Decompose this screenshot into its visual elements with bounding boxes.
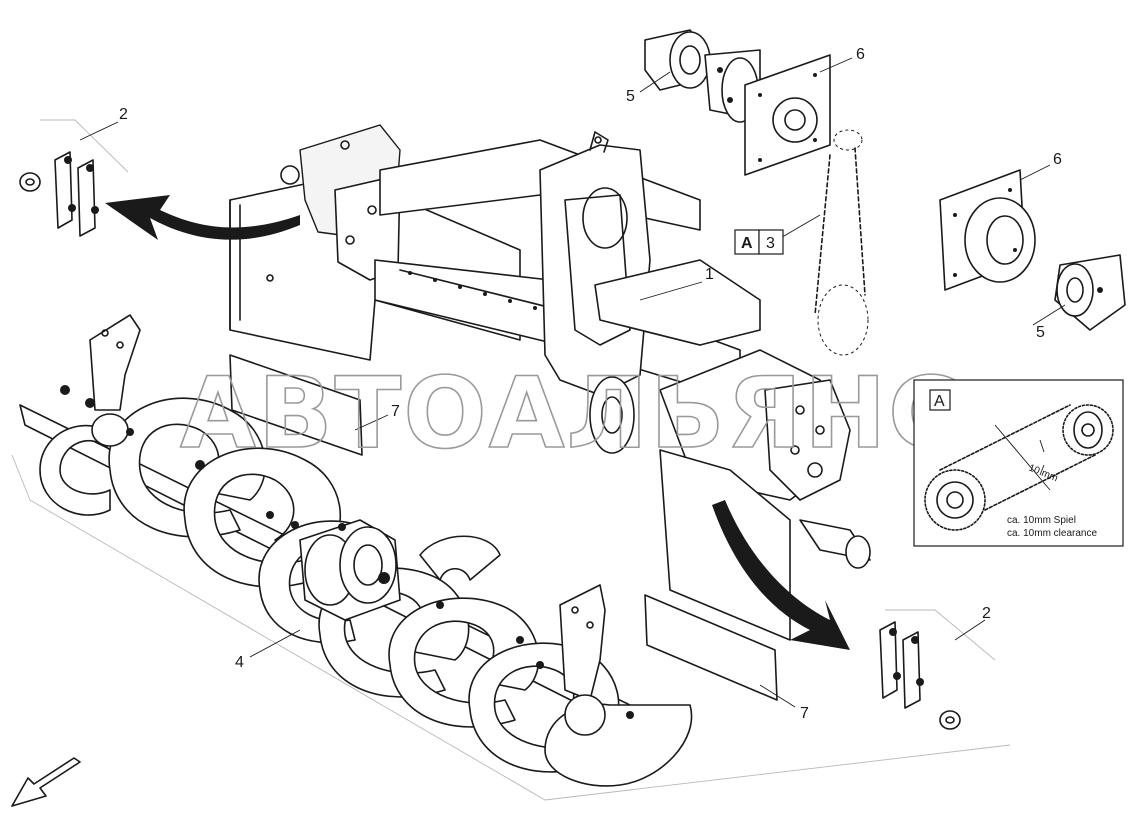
detail-reference: A 3 — [734, 229, 784, 255]
callout-5-right: 5 — [1036, 324, 1045, 341]
callout-6-top: 6 — [856, 46, 865, 63]
detail-note-de: ca. 10mm Spiel — [1007, 515, 1076, 526]
wear-strip-left — [229, 354, 363, 456]
detail-chain — [924, 404, 1114, 531]
guide-lines — [11, 119, 1011, 801]
callout-labels: 2 1 5 6 6 5 7 7 4 2 — [119, 46, 1062, 722]
mount-plate-right — [939, 169, 1036, 291]
callout-7-left: 7 — [391, 403, 400, 420]
callout-2-left: 2 — [119, 106, 128, 123]
callout-4: 4 — [235, 654, 244, 671]
motor-top — [644, 29, 761, 123]
detail-note-en: ca. 10mm clearance — [1007, 528, 1097, 539]
detail-ref-number: 3 — [766, 235, 775, 252]
callout-5-top: 5 — [626, 88, 635, 105]
watermark-text: АВТОАЛЬЯНС — [180, 357, 962, 471]
callout-2-right: 2 — [982, 605, 991, 622]
direction-arrow — [11, 757, 81, 807]
drive-chain — [814, 129, 869, 356]
detail-ref-letter: A — [741, 235, 753, 252]
detail-view-letter: A — [934, 393, 945, 410]
mount-plate-top — [744, 54, 831, 176]
assembly-arrow-right — [712, 500, 850, 650]
assembly-arrow-left — [105, 195, 300, 240]
bracket-kit-left — [19, 151, 99, 237]
beam-holes — [408, 271, 537, 310]
auger-assembly — [19, 314, 693, 787]
leader-lines — [79, 57, 1066, 708]
motor-right — [1054, 254, 1126, 331]
callout-7-right: 7 — [800, 705, 809, 722]
bracket-kit-right — [879, 621, 961, 730]
callout-6-right: 6 — [1053, 151, 1062, 168]
callout-1: 1 — [705, 266, 714, 283]
main-frame — [229, 124, 871, 641]
detail-view-a: A 10 mm ca. 10mm Spiel ca. 10mm clearanc… — [913, 379, 1124, 547]
wear-strip-right — [644, 594, 778, 701]
